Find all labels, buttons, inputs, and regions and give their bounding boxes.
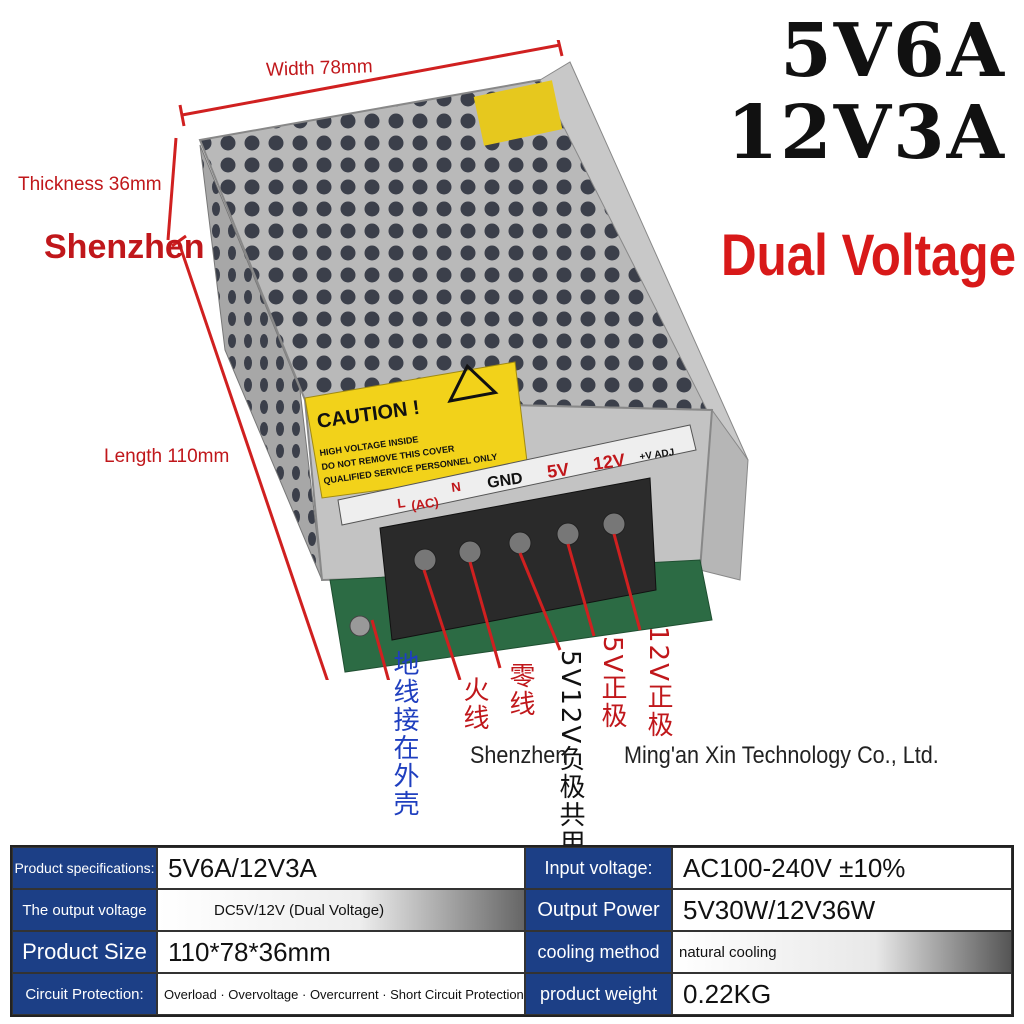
spec-label-cooling-method: cooling method xyxy=(525,931,672,973)
spec-value-product-size: 110*78*36mm xyxy=(157,931,525,973)
company-name-bottom-full: Ming'an Xin Technology Co., Ltd. xyxy=(624,742,939,769)
spec-value-product-weight: 0.22KG xyxy=(672,973,1012,1015)
spec-label-output-voltage: The output voltage xyxy=(12,889,157,931)
dimension-thickness: Thickness 36mm xyxy=(18,174,162,195)
company-name-bottom-city: Shenzhen xyxy=(470,742,568,769)
wire-label-5v-positive: 5V正极 xyxy=(597,636,627,731)
terminal-l: L xyxy=(396,495,406,511)
spec-value-input-voltage: AC100-240V ±10% xyxy=(672,847,1012,889)
dual-voltage-tagline: Dual Voltage xyxy=(721,223,1016,288)
wire-label-live: 火线 xyxy=(459,676,489,732)
spec-table: Product specifications: 5V6A/12V3A Input… xyxy=(10,845,1014,1017)
spec-label-input-voltage: Input voltage: xyxy=(525,847,672,889)
wire-label-common-negative: 5V12V负极共用 xyxy=(555,650,585,858)
wire-label-neutral: 零线 xyxy=(505,662,535,718)
terminal-5v: 5V xyxy=(546,459,571,482)
power-supply-illustration: CAUTION ! HIGH VOLTAGE INSIDE DO NOT REM… xyxy=(166,40,749,680)
company-name-left: Shenzhen xyxy=(44,228,205,266)
spec-value-output-power: 5V30W/12V36W xyxy=(672,889,1012,931)
terminal-gnd: GND xyxy=(486,470,524,492)
wire-label-earth: 地线接在外壳 xyxy=(389,650,419,818)
terminal-ac: (AC) xyxy=(410,494,439,513)
spec-value-output-voltage: DC5V/12V (Dual Voltage) xyxy=(157,889,525,931)
spec-label-product-size: Product Size xyxy=(12,931,157,973)
spec-label-output-power: Output Power xyxy=(525,889,672,931)
spec-label-circuit-protection: Circuit Protection: xyxy=(12,973,157,1015)
terminal-12v: 12V xyxy=(592,450,627,474)
spec-value-circuit-protection: Overload · Overvoltage · Overcurrent · S… xyxy=(157,973,525,1015)
spec-value-product-specifications: 5V6A/12V3A xyxy=(157,847,525,889)
terminal-vadj: +V ADJ xyxy=(639,447,675,463)
headline-model-5v: 5V6A xyxy=(780,8,1006,94)
spec-label-product-weight: product weight xyxy=(525,973,672,1015)
dimension-length: Length 110mm xyxy=(104,446,230,467)
spec-label-product-specifications: Product specifications: xyxy=(12,847,157,889)
terminal-n: N xyxy=(450,479,461,495)
spec-value-cooling-method: natural cooling xyxy=(672,931,1012,973)
wire-label-12v-positive: 12V正极 xyxy=(643,626,673,739)
headline-model-12v: 12V3A xyxy=(726,90,1006,176)
dimension-width: Width 78mm xyxy=(265,56,373,81)
